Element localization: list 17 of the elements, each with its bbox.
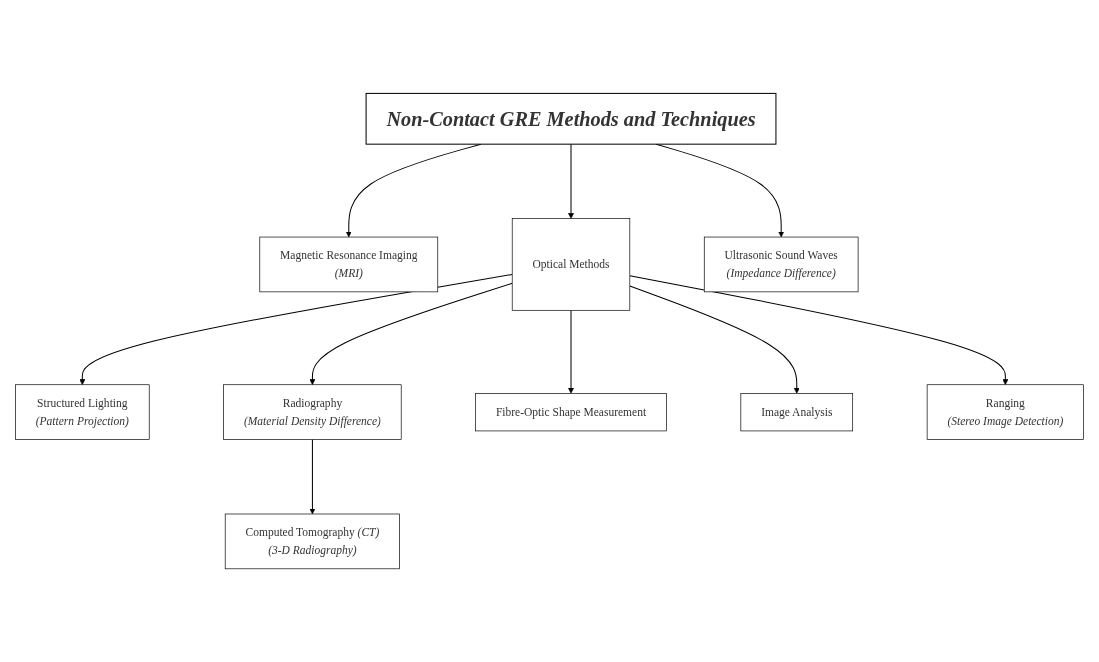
node-box: Optical Methods bbox=[511, 218, 631, 311]
node-box: Ranging (Stereo Image Detection) bbox=[926, 384, 1084, 440]
arrow bbox=[309, 282, 513, 385]
node-box: Radiography (Material Density Difference) bbox=[223, 384, 402, 440]
node-box: Fibre-Optic Shape Measurement bbox=[475, 392, 667, 432]
arrow bbox=[568, 143, 574, 219]
arrow bbox=[629, 285, 800, 394]
node-box: Structured Lighting (Pattern Projection) bbox=[15, 384, 150, 440]
arrow bbox=[568, 309, 574, 394]
node-box: Computed Tomography (CT) (3-D Radiography) bbox=[224, 513, 400, 570]
node-box: Non-Contact GRE Methods and Techniques bbox=[365, 92, 777, 145]
node-box: Magnetic Resonance Imaging (MRI) bbox=[259, 236, 439, 293]
node-box: Ultrasonic Sound Waves (Impedance Difference) bbox=[703, 236, 859, 293]
arrow bbox=[629, 275, 1009, 385]
arrow bbox=[79, 273, 513, 385]
arrow bbox=[309, 438, 316, 515]
node-box: Image Analysis bbox=[740, 392, 854, 432]
